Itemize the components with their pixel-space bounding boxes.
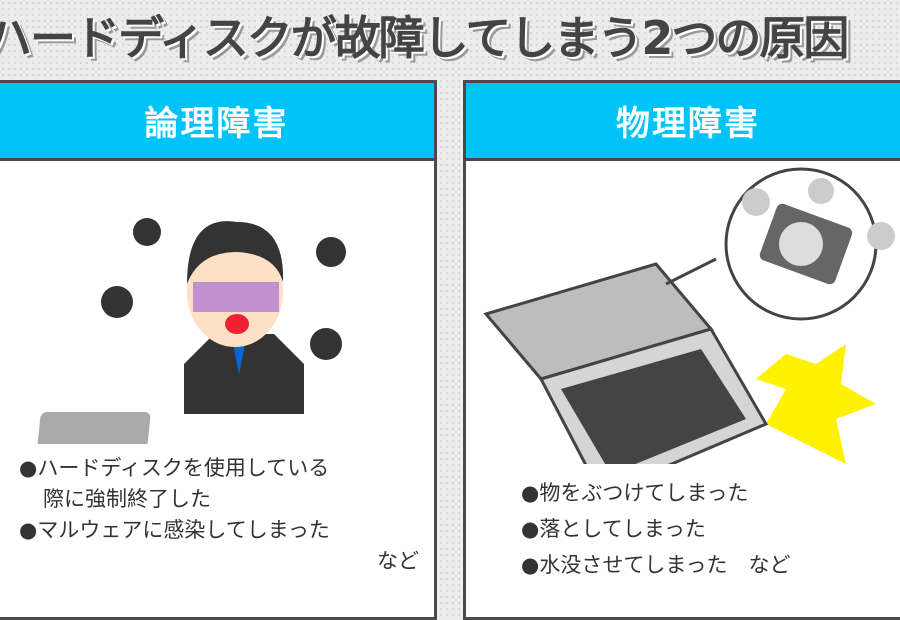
smoke-icon xyxy=(742,178,895,250)
list-item: ●マルウェアに感染してしまった xyxy=(19,518,330,542)
logical-failure-panel: 論理障害 ●ハードディスクを使用している 際に強制終了した ●マルウェアに感染し… xyxy=(0,80,437,620)
dropped-laptop-illustration xyxy=(483,167,895,464)
list-item: など xyxy=(377,549,419,573)
physical-failure-panel: 物理障害 ●物をぶつけてしまった ●落としてしまった ●水没させてしまった など xyxy=(463,80,900,620)
list-item: ●落としてしまった xyxy=(521,517,706,541)
list-item: 際に強制終了した xyxy=(43,487,211,511)
cause-list: ●物をぶつけてしまった ●落としてしまった ●水没させてしまった など xyxy=(521,475,881,583)
list-item: ●ハードディスクを使用している xyxy=(19,456,330,480)
cause-list: ●ハードディスクを使用している 際に強制終了した ●マルウェアに感染してしまった… xyxy=(19,453,419,577)
page-title: ハードディスクが故障してしまう2つの原因 xyxy=(0,11,849,65)
worried-businessman-illustration xyxy=(33,218,346,444)
panel-heading: 論理障害 xyxy=(0,83,434,161)
panel-heading: 物理障害 xyxy=(466,83,900,161)
list-item: ●水没させてしまった など xyxy=(521,553,791,577)
list-item: ●物をぶつけてしまった xyxy=(521,481,749,505)
virus-icon xyxy=(101,218,346,360)
